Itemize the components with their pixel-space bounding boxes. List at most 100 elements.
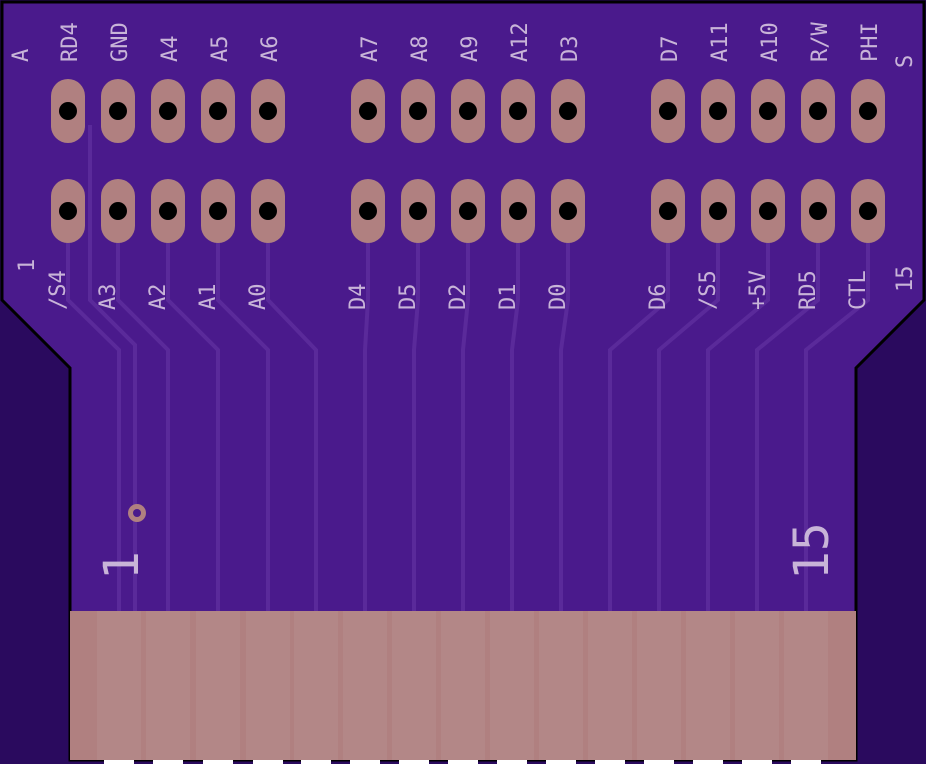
- trace: [804, 211, 870, 612]
- edge-finger: [246, 611, 290, 760]
- pin-label-top: A8: [408, 36, 433, 63]
- pin-label-bottom: D6: [646, 284, 671, 311]
- edge-connector: [70, 611, 856, 764]
- edge-finger: [294, 611, 338, 760]
- pin-label-top: A9: [458, 36, 483, 63]
- drill-hole: [859, 202, 877, 220]
- drill-hole: [259, 102, 277, 120]
- drill-hole: [759, 102, 777, 120]
- drill-hole: [659, 202, 677, 220]
- pin-label-bottom: A3: [96, 284, 121, 311]
- edge-finger-tab: [253, 760, 283, 764]
- edge-finger: [539, 611, 583, 760]
- drill-hole: [359, 102, 377, 120]
- edge-finger-tab: [301, 760, 331, 764]
- drill-hole: [459, 202, 477, 220]
- pin-label-top: D3: [558, 36, 583, 63]
- pin-label-bottom: /S4: [46, 270, 71, 310]
- edge-finger-tab: [742, 760, 772, 764]
- edge-finger: [97, 611, 141, 760]
- drill-hole: [709, 202, 727, 220]
- drill-hole: [509, 102, 527, 120]
- drill-hole: [809, 102, 827, 120]
- pin-label-bottom: D1: [496, 284, 521, 311]
- drill-hole: [509, 202, 527, 220]
- drill-hole: [59, 202, 77, 220]
- edge-finger: [343, 611, 387, 760]
- pin-label-bottom: D5: [396, 284, 421, 311]
- trace: [412, 211, 420, 612]
- pin-label-bottom: A1: [196, 284, 221, 311]
- pin-label-bottom: D4: [346, 284, 371, 311]
- pin-label-bottom: RD5: [796, 270, 821, 310]
- drill-hole: [59, 102, 77, 120]
- drill-hole: [759, 202, 777, 220]
- edge-finger: [735, 611, 779, 760]
- drill-hole: [559, 102, 577, 120]
- pin-label-top: A12: [508, 22, 533, 62]
- pin1-marker-hole: [133, 509, 141, 517]
- pin-label-bottom: /S5: [696, 270, 721, 310]
- pin-label-top: GND: [108, 22, 133, 62]
- pin-label-bottom: A0: [246, 284, 271, 311]
- pads: [51, 79, 885, 243]
- drill-hole: [859, 102, 877, 120]
- edge-finger: [637, 611, 681, 760]
- big-left-number: 1: [94, 551, 150, 580]
- edge-finger-tab: [644, 760, 674, 764]
- pin-label-bottom: D0: [546, 284, 571, 311]
- drill-hole: [409, 102, 427, 120]
- trace: [88, 125, 137, 612]
- trace: [608, 211, 670, 612]
- edge-finger-tab: [203, 760, 233, 764]
- edge-finger: [784, 611, 828, 760]
- pin-label-top: R/W: [808, 22, 833, 62]
- trace: [216, 211, 270, 612]
- edge-finger-tab: [153, 760, 183, 764]
- row-bottom-right-number: 15: [893, 266, 918, 293]
- drill-hole: [559, 202, 577, 220]
- pin-label-bottom: CTL: [846, 270, 871, 310]
- pin-label-bottom: +5V: [746, 270, 771, 310]
- pin-label-top: A11: [708, 22, 733, 62]
- pin-label-top: A6: [258, 36, 283, 63]
- pin-label-top: PHI: [858, 22, 883, 62]
- edge-finger-tab: [791, 760, 821, 764]
- pin-label-top: A4: [158, 36, 183, 63]
- drill-hole: [659, 102, 677, 120]
- trace: [510, 211, 520, 612]
- pin-label-top: A10: [758, 22, 783, 62]
- edge-finger-tab: [399, 760, 429, 764]
- pin-label-top: A7: [358, 36, 383, 63]
- row-bottom-left-number: 1: [15, 259, 40, 272]
- edge-finger-tab: [693, 760, 723, 764]
- edge-finger: [441, 611, 485, 760]
- pin-label-top: RD4: [58, 22, 83, 62]
- drill-hole: [459, 102, 477, 120]
- edge-finger: [196, 611, 240, 760]
- pin-label-bottom: A2: [146, 284, 171, 311]
- edge-finger-tab: [546, 760, 576, 764]
- edge-finger: [686, 611, 730, 760]
- edge-finger: [490, 611, 534, 760]
- edge-finger-tab: [595, 760, 625, 764]
- trace: [363, 211, 370, 612]
- drill-hole: [109, 102, 127, 120]
- drill-hole: [409, 202, 427, 220]
- edge-finger-tab: [448, 760, 478, 764]
- trace: [755, 211, 820, 612]
- edge-connector-plate: [70, 611, 856, 760]
- big-right-number: 15: [784, 522, 840, 580]
- traces: [66, 125, 870, 612]
- pin-label-top: D7: [658, 36, 683, 63]
- drill-hole: [109, 202, 127, 220]
- pin-label-top: A5: [208, 36, 233, 63]
- trace: [166, 211, 220, 612]
- edge-finger-tab: [350, 760, 380, 764]
- row-top-right-letter: S: [893, 55, 918, 68]
- trace: [657, 211, 720, 612]
- trace: [266, 211, 318, 612]
- trace: [66, 211, 121, 612]
- trace: [461, 211, 470, 612]
